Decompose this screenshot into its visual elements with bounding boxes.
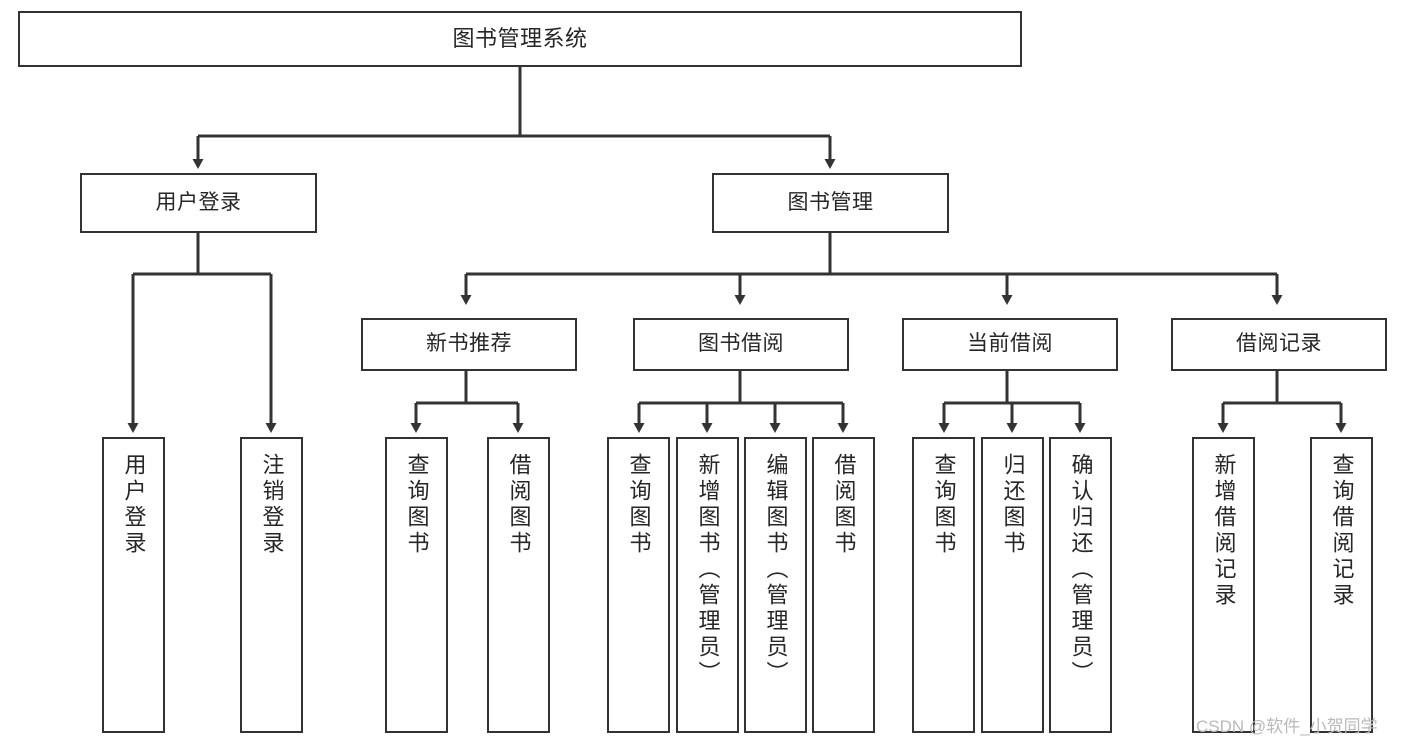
node-label: 新增借阅记录 [1211,453,1237,609]
node-label: 用户登录 [155,190,242,214]
node-label: 查询图书 [931,453,957,557]
node-label: 借阅图书 [506,453,532,557]
node-current-borrow[interactable]: 当前借阅 [902,318,1118,371]
node-label: 新书推荐 [426,332,512,356]
node-book-management[interactable]: 图书管理 [712,173,949,233]
node-label: 图书管理 [787,190,874,214]
node-label: 借阅图书 [831,453,857,557]
node-new-book-recommend[interactable]: 新书推荐 [361,318,577,371]
leaf-borrow-book-recommend[interactable]: 借阅图书 [487,437,550,733]
node-book-borrow[interactable]: 图书借阅 [633,318,849,371]
node-label: 当前借阅 [967,332,1053,356]
node-label: 借阅记录 [1236,332,1322,356]
node-label: 图书借阅 [698,332,784,356]
node-label: 用户登录 [121,453,147,557]
leaf-edit-book-admin[interactable]: 编辑图书（管理员） [744,437,807,733]
leaf-add-borrow-record[interactable]: 新增借阅记录 [1192,437,1255,733]
node-label: 查询借阅记录 [1329,453,1355,609]
leaf-return-book[interactable]: 归还图书 [981,437,1044,733]
leaf-query-book-recommend[interactable]: 查询图书 [385,437,448,733]
leaf-borrow-book[interactable]: 借阅图书 [812,437,875,733]
leaf-user-logout[interactable]: 注销登录 [240,437,303,733]
node-label: 编辑图书（管理员） [763,453,789,687]
node-user-login[interactable]: 用户登录 [80,173,317,233]
leaf-confirm-return-admin[interactable]: 确认归还（管理员） [1049,437,1112,733]
node-label: 归还图书 [1000,453,1026,557]
watermark: CSDN @软件_小贺同学 [1196,717,1378,736]
leaf-add-book-admin[interactable]: 新增图书（管理员） [676,437,739,733]
leaf-query-book-borrow[interactable]: 查询图书 [607,437,670,733]
node-label: 注销登录 [259,453,285,557]
node-label: 图书管理系统 [452,26,588,52]
node-label: 查询图书 [404,453,430,557]
leaf-query-borrow-record[interactable]: 查询借阅记录 [1310,437,1373,733]
node-label: 查询图书 [626,453,652,557]
leaf-user-login[interactable]: 用户登录 [102,437,165,733]
node-label: 确认归还（管理员） [1068,453,1094,687]
node-borrow-record[interactable]: 借阅记录 [1171,318,1387,371]
node-label: 新增图书（管理员） [695,453,721,687]
leaf-query-book-current[interactable]: 查询图书 [912,437,975,733]
node-root-book-management-system[interactable]: 图书管理系统 [18,11,1022,67]
